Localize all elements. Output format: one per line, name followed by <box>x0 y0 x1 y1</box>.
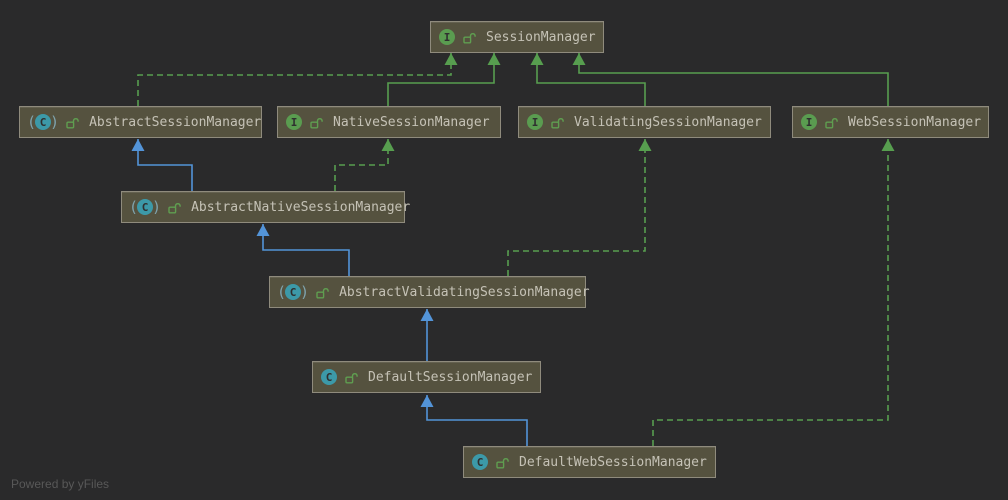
interface-icon: I <box>527 114 543 130</box>
interface-icon: I <box>439 29 455 45</box>
abstract-paren: ) <box>152 198 162 216</box>
abstract-class-icon: (C) <box>277 283 310 301</box>
edge-AbstractValidatingSessionManager-implements-ValidatingSessionManager <box>507 139 652 276</box>
unlock-icon <box>316 286 329 299</box>
unlock-icon <box>168 201 181 214</box>
edge-WebSessionManager-extends-SessionManager <box>572 53 889 106</box>
node-DefaultSessionManager[interactable]: C DefaultSessionManager <box>312 361 541 393</box>
node-label: NativeSessionManager <box>333 114 490 130</box>
node-label: SessionManager <box>486 29 596 45</box>
edge-AbstractNativeSessionManager-implements-NativeSessionManager <box>334 139 395 191</box>
node-label: WebSessionManager <box>848 114 982 130</box>
powered-by-yfiles: Powered by yFiles <box>11 477 110 491</box>
node-NativeSessionManager[interactable]: I NativeSessionManager <box>277 106 501 138</box>
node-AbstractSessionManager[interactable]: (C) AbstractSessionManager <box>19 106 262 138</box>
edge-DefaultWebSessionManager-implements-WebSessionManager <box>652 139 895 446</box>
edge-NativeSessionManager-extends-SessionManager <box>387 53 501 106</box>
unlock-icon <box>825 116 838 129</box>
abstract-class-icon: (C) <box>129 198 162 216</box>
abstract-paren: ) <box>300 283 310 301</box>
unlock-icon <box>551 116 564 129</box>
interface-icon: I <box>286 114 302 130</box>
abstract-paren: ( <box>27 113 37 131</box>
abstract-paren: ( <box>277 283 287 301</box>
node-DefaultWebSessionManager[interactable]: C DefaultWebSessionManager <box>463 446 716 478</box>
abstract-paren: ) <box>50 113 60 131</box>
node-SessionManager[interactable]: I SessionManager <box>430 21 604 53</box>
node-AbstractValidatingSessionManager[interactable]: (C) AbstractValidatingSessionManager <box>269 276 590 308</box>
abstract-class-icon: (C) <box>27 113 60 131</box>
edge-DefaultWebSessionManager-extends-DefaultSessionManager <box>420 395 528 446</box>
edge-ValidatingSessionManager-extends-SessionManager <box>530 53 646 106</box>
unlock-icon <box>310 116 323 129</box>
unlock-icon <box>345 371 358 384</box>
edge-DefaultSessionManager-extends-AbstractValidatingSessionManager <box>420 309 434 361</box>
edge-AbstractNativeSessionManager-extends-AbstractSessionManager <box>131 139 193 191</box>
node-label: DefaultSessionManager <box>368 369 533 385</box>
node-label: AbstractValidatingSessionManager <box>339 284 590 300</box>
node-label: AbstractSessionManager <box>89 114 262 130</box>
class-icon: C <box>321 369 337 385</box>
node-ValidatingSessionManager[interactable]: I ValidatingSessionManager <box>518 106 771 138</box>
class-icon: C <box>472 454 488 470</box>
edge-AbstractSessionManager-implements-SessionManager <box>137 53 458 106</box>
unlock-icon <box>496 456 509 469</box>
node-label: DefaultWebSessionManager <box>519 454 707 470</box>
node-label: AbstractNativeSessionManager <box>191 199 411 215</box>
interface-icon: I <box>801 114 817 130</box>
node-AbstractNativeSessionManager[interactable]: (C) AbstractNativeSessionManager <box>121 191 410 223</box>
edge-AbstractValidatingSessionManager-extends-AbstractNativeSessionManager <box>256 224 350 276</box>
unlock-icon <box>66 116 79 129</box>
node-label: ValidatingSessionManager <box>574 114 762 130</box>
abstract-paren: ( <box>129 198 139 216</box>
node-WebSessionManager[interactable]: I WebSessionManager <box>792 106 989 138</box>
unlock-icon <box>463 31 476 44</box>
